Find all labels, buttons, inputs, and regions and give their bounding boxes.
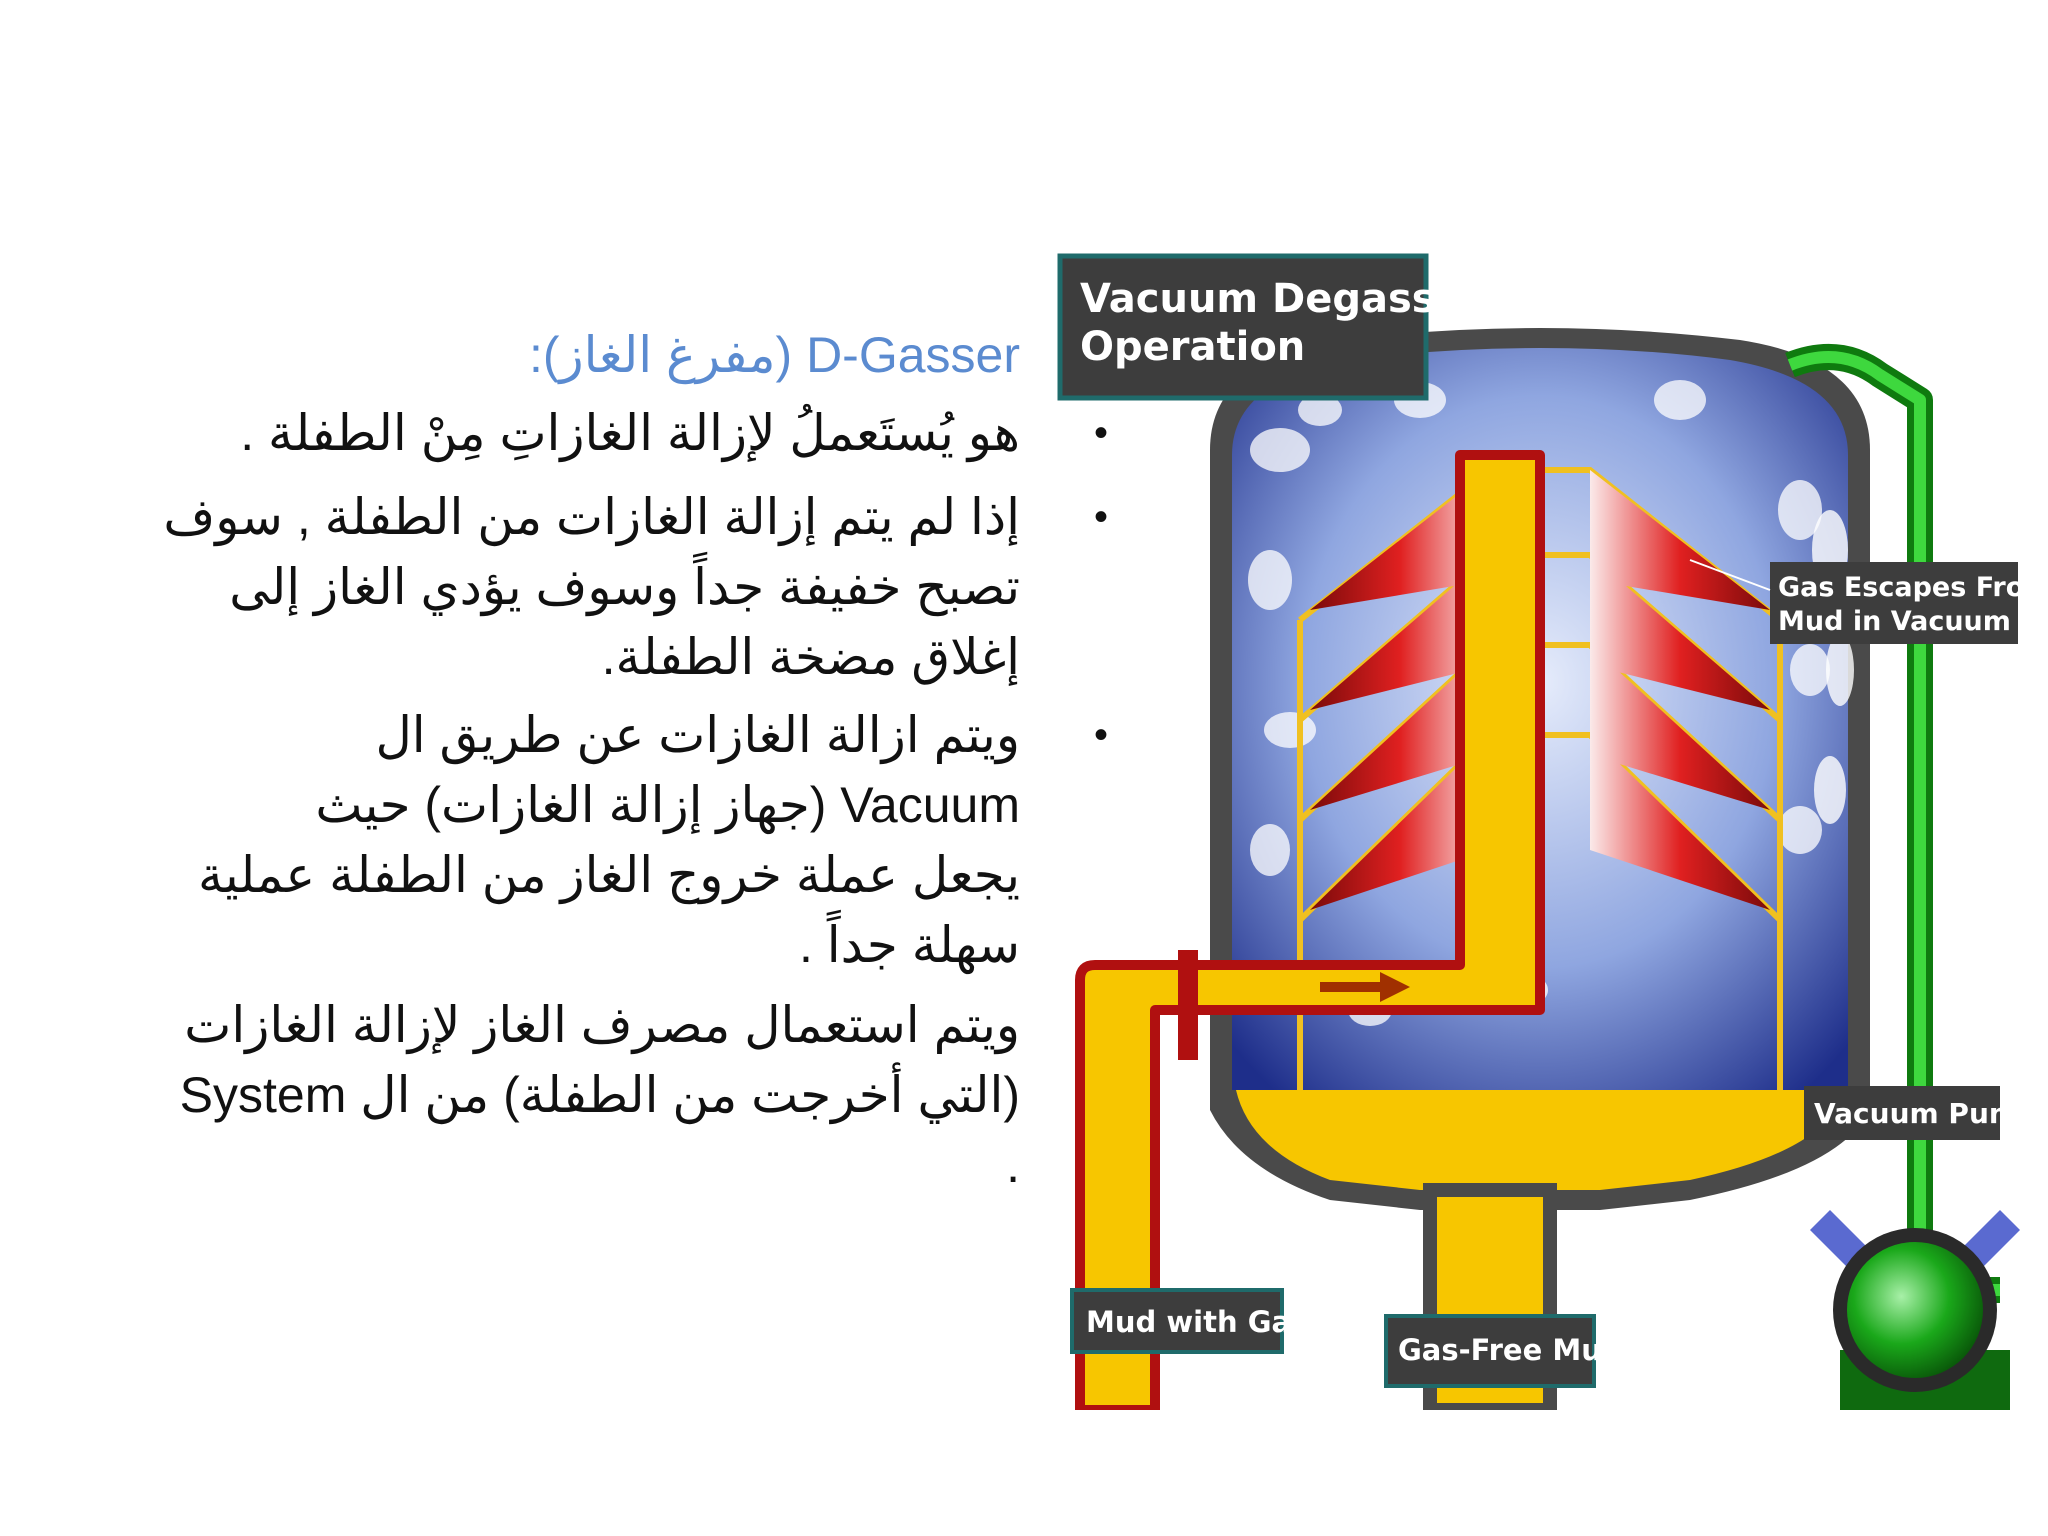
vacuum-pump-label: Vacuum Pump	[1814, 1097, 2020, 1130]
bullet-dot: •	[1093, 713, 1108, 757]
bullet-dot: •	[1093, 411, 1108, 455]
diagram-title: Vacuum Degasser Operation	[1080, 276, 1496, 370]
bullet-item: • هو يُستَعملُ لإزالة الغازاتِ مِنْ الطف…	[240, 398, 1108, 468]
bullet-line: Vacuum (جهاز إزالة الغازات) حيث	[315, 777, 1020, 833]
mud-with-gas-label: Mud with Gas	[1086, 1305, 1308, 1339]
gas-free-mud-label-box: Gas-Free Mud	[1384, 1314, 1623, 1388]
gas-free-mud-label: Gas-Free Mud	[1398, 1333, 1623, 1367]
bullet-item: • إذا لم يتم إزالة الغازات من الطفلة , س…	[163, 482, 1108, 692]
bullet-line: ويتم ازالة الغازات عن طريق ال	[375, 707, 1020, 763]
bullet-title: • D-Gasser (مفرغ الغاز):	[528, 320, 1108, 390]
mud-with-gas-label-box: Mud with Gas	[1070, 1288, 1308, 1354]
bullet-dot: •	[1093, 495, 1108, 539]
bullet-line: يجعل عملة خروج الغاز من الطفلة عملية	[198, 847, 1020, 903]
diagram-title-box: Vacuum Degasser Operation	[1057, 253, 1496, 401]
gas-escape-label-line: Mud in Vacuum	[1778, 606, 2011, 637]
bullet-line: إغلاق مضخة الطفلة.	[601, 629, 1020, 685]
bullet-line: هو يُستَعملُ لإزالة الغازاتِ مِنْ الطفلة…	[240, 405, 1020, 461]
diagram-title-line: Vacuum Degasser	[1080, 276, 1483, 322]
mud-pool	[1236, 1090, 1844, 1190]
gas-escape-label: Gas Escapes From Mud in Vacuum	[1778, 572, 2020, 637]
bullet-line: إذا لم يتم إزالة الغازات من الطفلة , سوف	[163, 489, 1020, 545]
bullet-line: .	[1006, 1137, 1020, 1193]
vacuum-line-highlight	[1787, 351, 2000, 1296]
bullet-line: ويتم استعمال مصرف الغاز لإزالة الغازات	[184, 997, 1020, 1053]
flow-arrow	[1320, 972, 1410, 1002]
bullet-line: D-Gasser (مفرغ الغاز):	[528, 327, 1020, 383]
bullet-item: • ويتم استعمال مصرف الغاز لإزالة الغازات…	[179, 990, 1108, 1200]
vacuum-pump-label-box: Vacuum Pump	[1804, 1086, 2020, 1140]
bullet-item: • ويتم ازالة الغازات عن طريق ال Vacuum (…	[198, 700, 1108, 980]
bullet-line: سهلة جداً .	[798, 917, 1020, 973]
vacuum-pump	[1810, 1210, 2020, 1410]
vacuum-degasser-diagram: Vacuum Degasser Operation Gas Escapes Fr…	[1057, 253, 2020, 1410]
diagram-title-line: Operation	[1080, 324, 1305, 370]
bullet-line: (التي أخرجت من الطفلة) من ال System	[179, 1067, 1020, 1123]
inlet-flange	[1178, 950, 1198, 1060]
gas-escape-label-line: Gas Escapes From	[1778, 572, 2020, 603]
gas-escape-label-box: Gas Escapes From Mud in Vacuum	[1689, 559, 2020, 644]
bullet-line: تصبح خفيفة جداً وسوف يؤدي الغاز إلى	[229, 559, 1020, 615]
baffle-plates	[1310, 470, 1770, 910]
